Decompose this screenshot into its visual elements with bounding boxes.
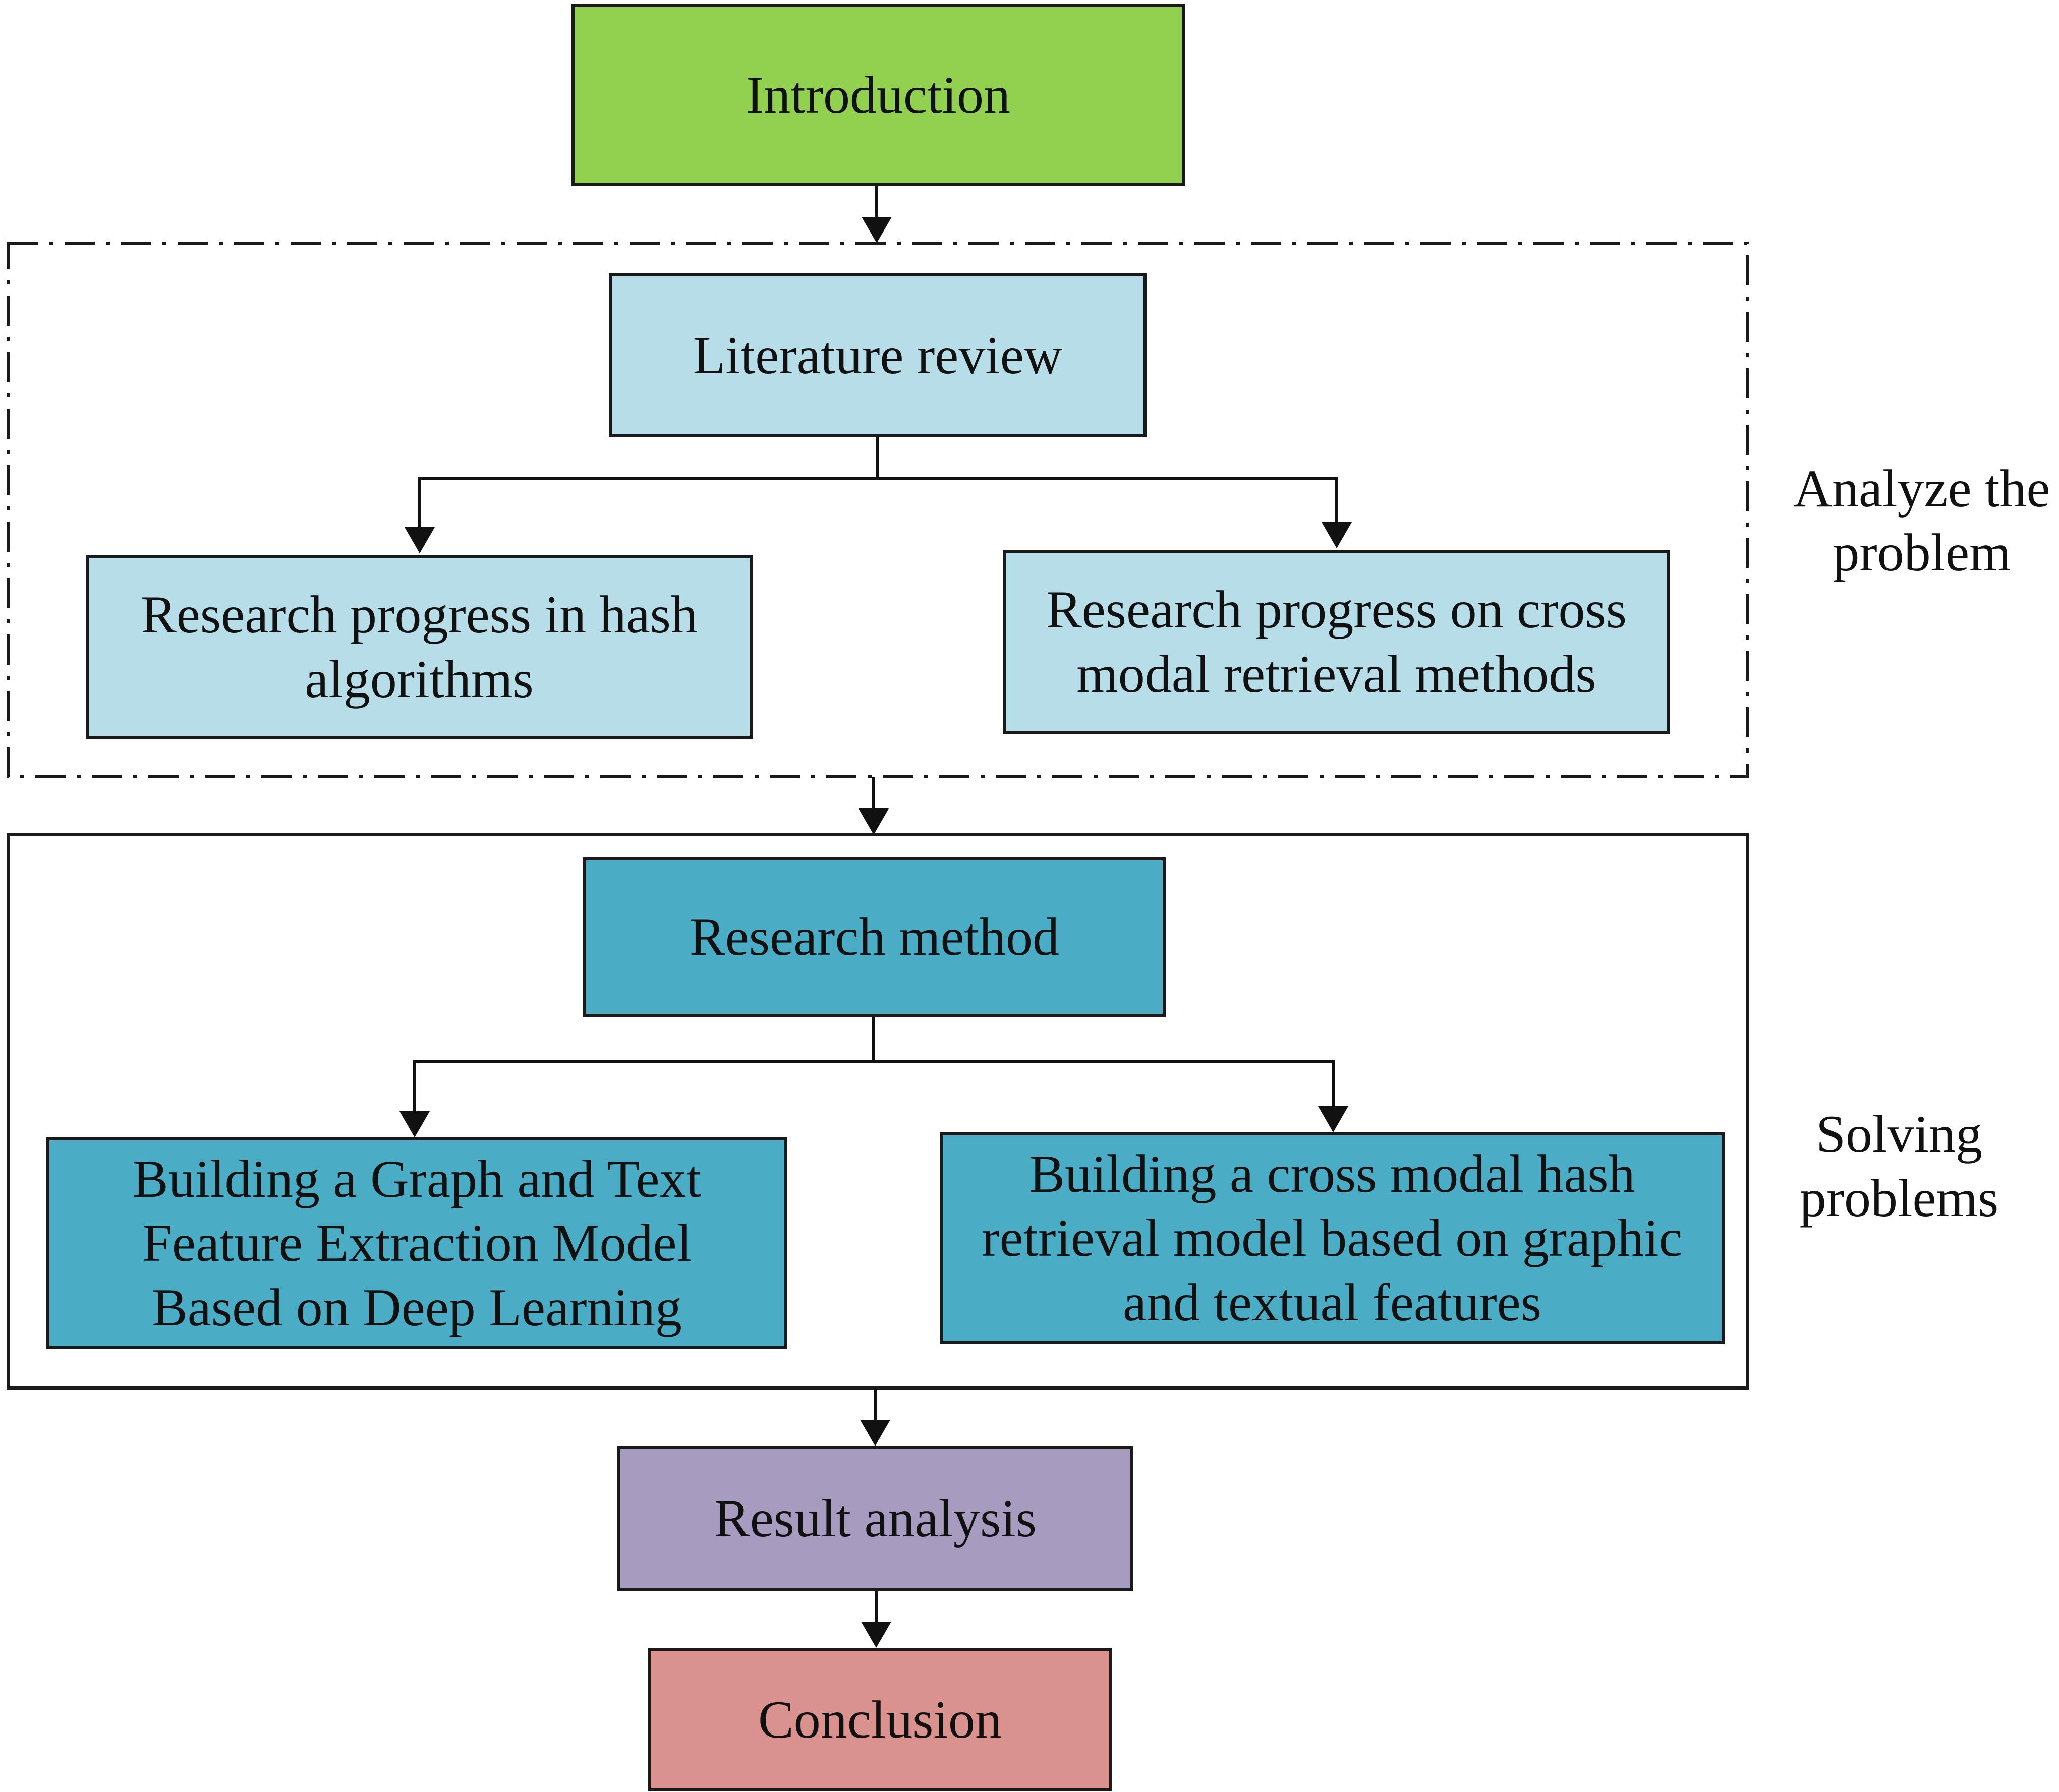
result-analysis-node: Result analysis	[617, 1446, 1133, 1591]
literature-review-label: Literature review	[693, 325, 1063, 385]
introduction-label: Introduction	[746, 65, 1010, 125]
hash-progress-label: Research progress in hash algorithms	[141, 585, 698, 709]
arrowhead-method-to-graph-text	[399, 1111, 430, 1137]
arrowhead-result-to-conclusion	[861, 1622, 891, 1648]
arrowhead-literature-to-cross-modal	[1322, 522, 1352, 548]
edge-method-to-graph-text	[413, 1017, 875, 1131]
arrowhead-method-to-cross-modal-hash	[1318, 1106, 1348, 1132]
edge-method-to-cross-modal-hash	[873, 1060, 1335, 1126]
arrowhead-analyze-to-solving	[859, 808, 889, 835]
cross-modal-progress-label: Research progress on cross modal retriev…	[1046, 580, 1627, 704]
introduction-node: Introduction	[571, 4, 1185, 186]
arrowhead-introduction-to-analyze	[862, 217, 892, 243]
conclusion-node: Conclusion	[648, 1648, 1112, 1791]
graph-text-model-node: Building a Graph and Text Feature Extrac…	[46, 1137, 787, 1349]
cross-modal-hash-model-label: Building a cross modal hash retrieval mo…	[982, 1144, 1683, 1332]
edge-literature-to-cross-modal	[878, 477, 1338, 542]
conclusion-label: Conclusion	[758, 1690, 1002, 1749]
literature-review-node: Literature review	[609, 273, 1147, 437]
cross-modal-hash-model-node: Building a cross modal hash retrieval mo…	[940, 1132, 1725, 1344]
research-method-node: Research method	[583, 857, 1166, 1017]
solving-group-frame	[7, 833, 1749, 1390]
research-method-label: Research method	[690, 907, 1059, 967]
analyze-group-label: Analyze the problem	[1793, 459, 2050, 583]
edge-literature-to-hash	[418, 437, 879, 547]
hash-progress-node: Research progress in hash algorithms	[86, 555, 753, 739]
solving-group-label: Solving problems	[1799, 1105, 1999, 1228]
cross-modal-progress-node: Research progress on cross modal retriev…	[1003, 550, 1670, 734]
analyze-group-frame	[7, 242, 1749, 778]
graph-text-model-label: Building a Graph and Text Feature Extrac…	[133, 1149, 701, 1337]
arrowhead-solving-to-result	[860, 1420, 890, 1446]
arrowhead-literature-to-hash	[405, 527, 435, 553]
result-analysis-label: Result analysis	[714, 1489, 1037, 1548]
